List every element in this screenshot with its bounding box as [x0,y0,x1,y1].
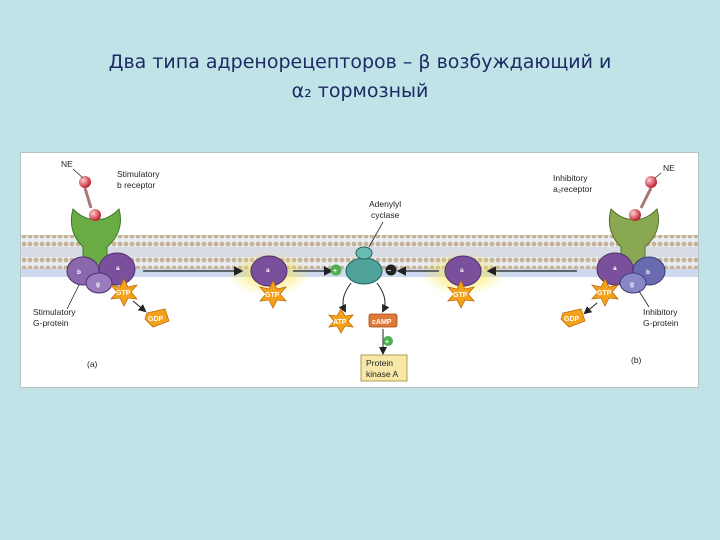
title-line-2: α₂ тормозный [291,80,429,102]
subunit-b-right: b [646,269,650,276]
stimulatory-gprotein [66,252,136,294]
ne-label-left: NE [61,159,73,169]
stimulatory-receptor-label-2: b receptor [117,180,155,190]
subunit-g-left: g [96,281,100,288]
ne-ligand-right [629,176,657,221]
plus-badge-cyclase [330,264,342,276]
adenylyl-cyclase-label-1: Adenylyl [369,199,401,209]
gtp-star-left [109,278,139,307]
gdp-badge-left [144,308,170,328]
subunit-a-left: a [116,265,120,272]
atp-label: ATP [333,319,347,326]
subunit-a-right: a [613,265,617,272]
camp-label: cAMP [372,319,392,326]
plus-badge-pka [383,336,393,346]
adenylyl-cyclase [345,246,383,285]
ne-ligand-left [79,176,101,221]
gtp-star-center-right [446,280,476,309]
panel-a-label: (a) [87,359,98,369]
title-line-1: Два типа адренорецепторов – β возбуждающ… [108,51,612,73]
gtp-star-right [590,278,620,307]
inhibitory-receptor-label-2: a₂receptor [553,184,592,194]
stimulatory-receptor-label-1: Stimulatory [117,169,160,179]
active-subunit-a-left: a [266,267,270,274]
stimulatory-gprotein-label-2: G-protein [33,318,69,328]
pka-box [360,354,408,382]
gtp-star-center-left [258,280,288,309]
plus-label-pka: + [385,339,389,346]
camp-box [368,313,398,328]
gdp-label-left: GDP [148,316,164,323]
pka-label-2: kinase A [366,369,398,379]
slide-title: Два типа адренорецепторов – β возбуждающ… [0,48,720,106]
panel-b-label: (b) [631,355,642,365]
inhibitory-receptor [608,208,659,266]
gtp-label-center-left: GTP [265,292,280,299]
inhibitory-receptor-label-1: Inhibitory [553,173,588,183]
subunit-g-right: g [630,281,634,288]
gdp-badge-right [560,308,586,328]
ne-label-right: NE [663,163,675,173]
gtp-label-right: GTP [597,290,612,297]
subunit-b-left: b [77,269,81,276]
adrenoreceptor-diagram: NE Stimulatory b receptor b a g GTP GDP … [20,152,699,388]
pka-label-1: Protein [366,358,393,368]
atp-star [328,308,354,334]
inhibitory-gprotein-label-2: G-protein [643,318,679,328]
inhibitory-gprotein-label-1: Inhibitory [643,307,678,317]
minus-badge-cyclase [385,264,397,276]
inhibitory-gprotein [596,252,666,294]
gtp-label-left: GTP [116,290,131,297]
active-alpha-left [250,255,288,287]
adenylyl-cyclase-label-2: cyclase [371,210,400,220]
minus-label-cyclase: − [387,268,391,275]
gtp-label-center-right: GTP [453,292,468,299]
active-subunit-a-right: a [460,267,464,274]
stimulatory-gprotein-label-1: Stimulatory [33,307,76,317]
plus-label-cyclase: + [333,268,337,275]
gdp-label-right: GDP [564,316,580,323]
